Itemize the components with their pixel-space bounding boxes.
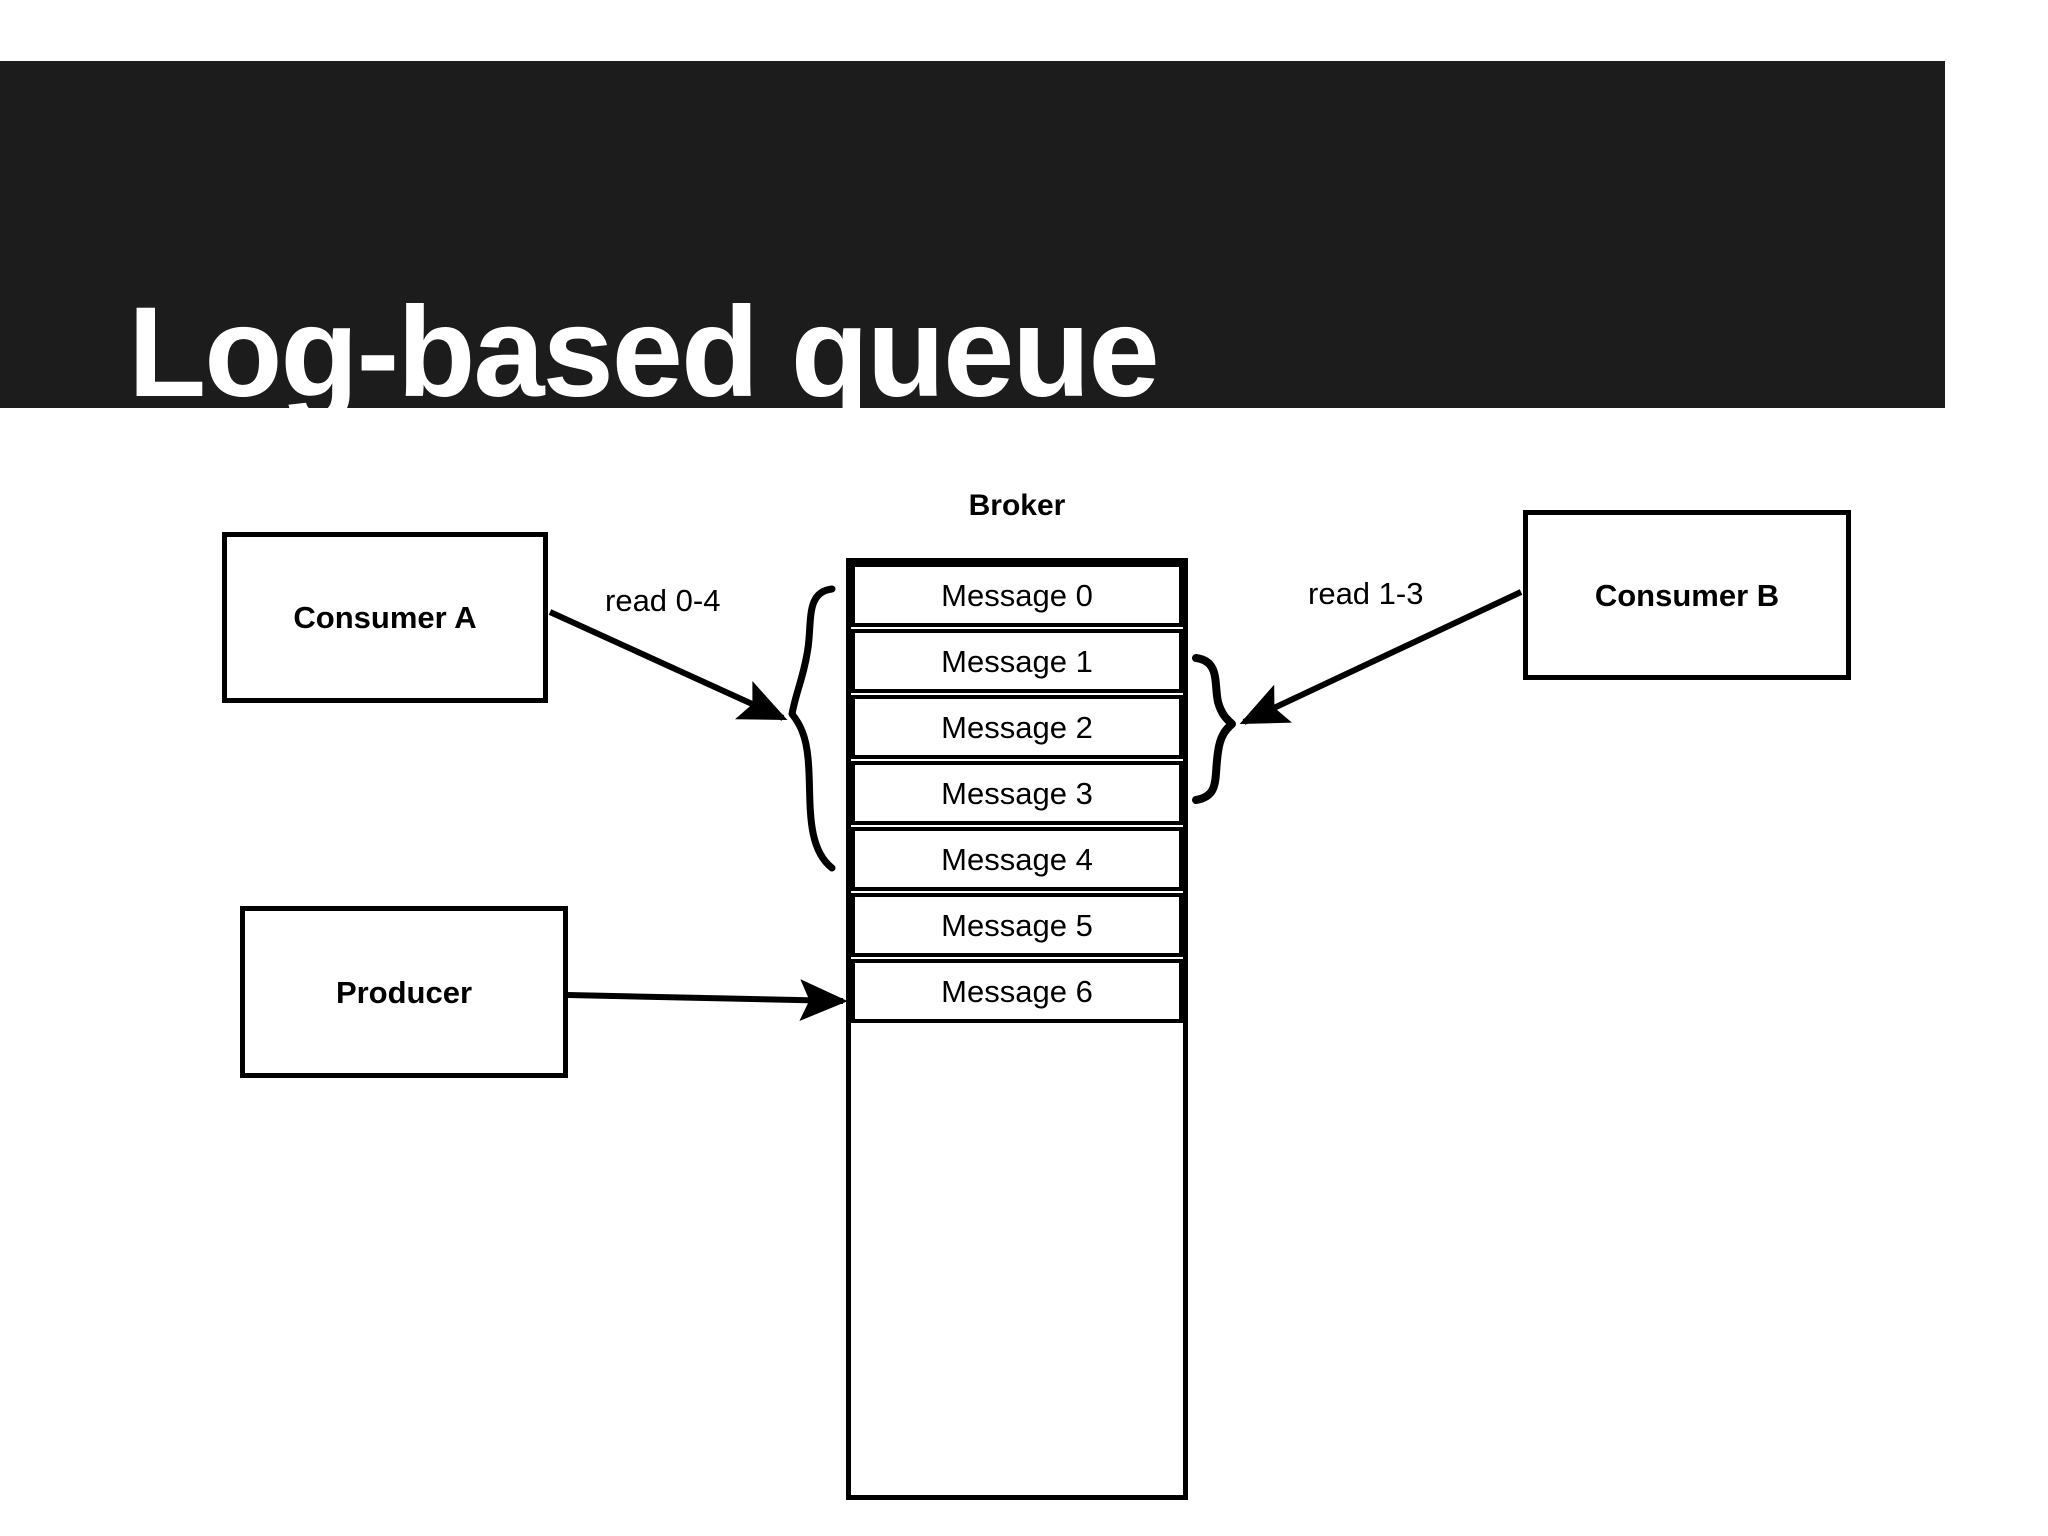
message-label: Message 3 bbox=[941, 775, 1093, 811]
message-row: Message 4 bbox=[851, 827, 1183, 891]
message-label: Message 0 bbox=[941, 577, 1093, 613]
consumer-a-read-label: read 0-4 bbox=[605, 583, 721, 618]
message-row: Message 6 bbox=[851, 959, 1183, 1023]
broker-label: Broker bbox=[968, 489, 1066, 522]
consumer-a-box: Consumer A bbox=[222, 532, 548, 703]
right-brace-icon bbox=[1192, 654, 1236, 804]
message-row: Message 5 bbox=[851, 893, 1183, 957]
consumer-b-box: Consumer B bbox=[1523, 510, 1851, 680]
producer-box: Producer bbox=[240, 906, 568, 1078]
consumer-b-label: Consumer B bbox=[1594, 577, 1780, 613]
broker-log-container: Message 0 Message 1 Message 2 Message 3 … bbox=[846, 558, 1188, 1500]
left-brace-icon bbox=[788, 585, 836, 872]
page-title: Log-based queue bbox=[128, 281, 1160, 424]
title-banner: Log-based queue bbox=[0, 61, 1945, 417]
message-label: Message 2 bbox=[941, 709, 1093, 745]
producer-label: Producer bbox=[335, 974, 473, 1010]
consumer-a-arrow bbox=[548, 609, 788, 721]
message-label: Message 1 bbox=[941, 643, 1093, 679]
message-stack: Message 0 Message 1 Message 2 Message 3 … bbox=[851, 563, 1183, 1025]
message-label: Message 4 bbox=[941, 841, 1093, 877]
message-label: Message 5 bbox=[941, 907, 1093, 943]
consumer-a-label: Consumer A bbox=[293, 600, 477, 635]
message-row: Message 1 bbox=[851, 629, 1183, 693]
producer-arrow bbox=[567, 979, 848, 1022]
message-row: Message 3 bbox=[851, 761, 1183, 825]
message-row: Message 0 bbox=[851, 563, 1183, 627]
consumer-b-read-label: read 1-3 bbox=[1308, 576, 1424, 611]
message-row: Message 2 bbox=[851, 695, 1183, 759]
consumer-b-arrow bbox=[1239, 589, 1523, 725]
message-label: Message 6 bbox=[941, 973, 1093, 1009]
